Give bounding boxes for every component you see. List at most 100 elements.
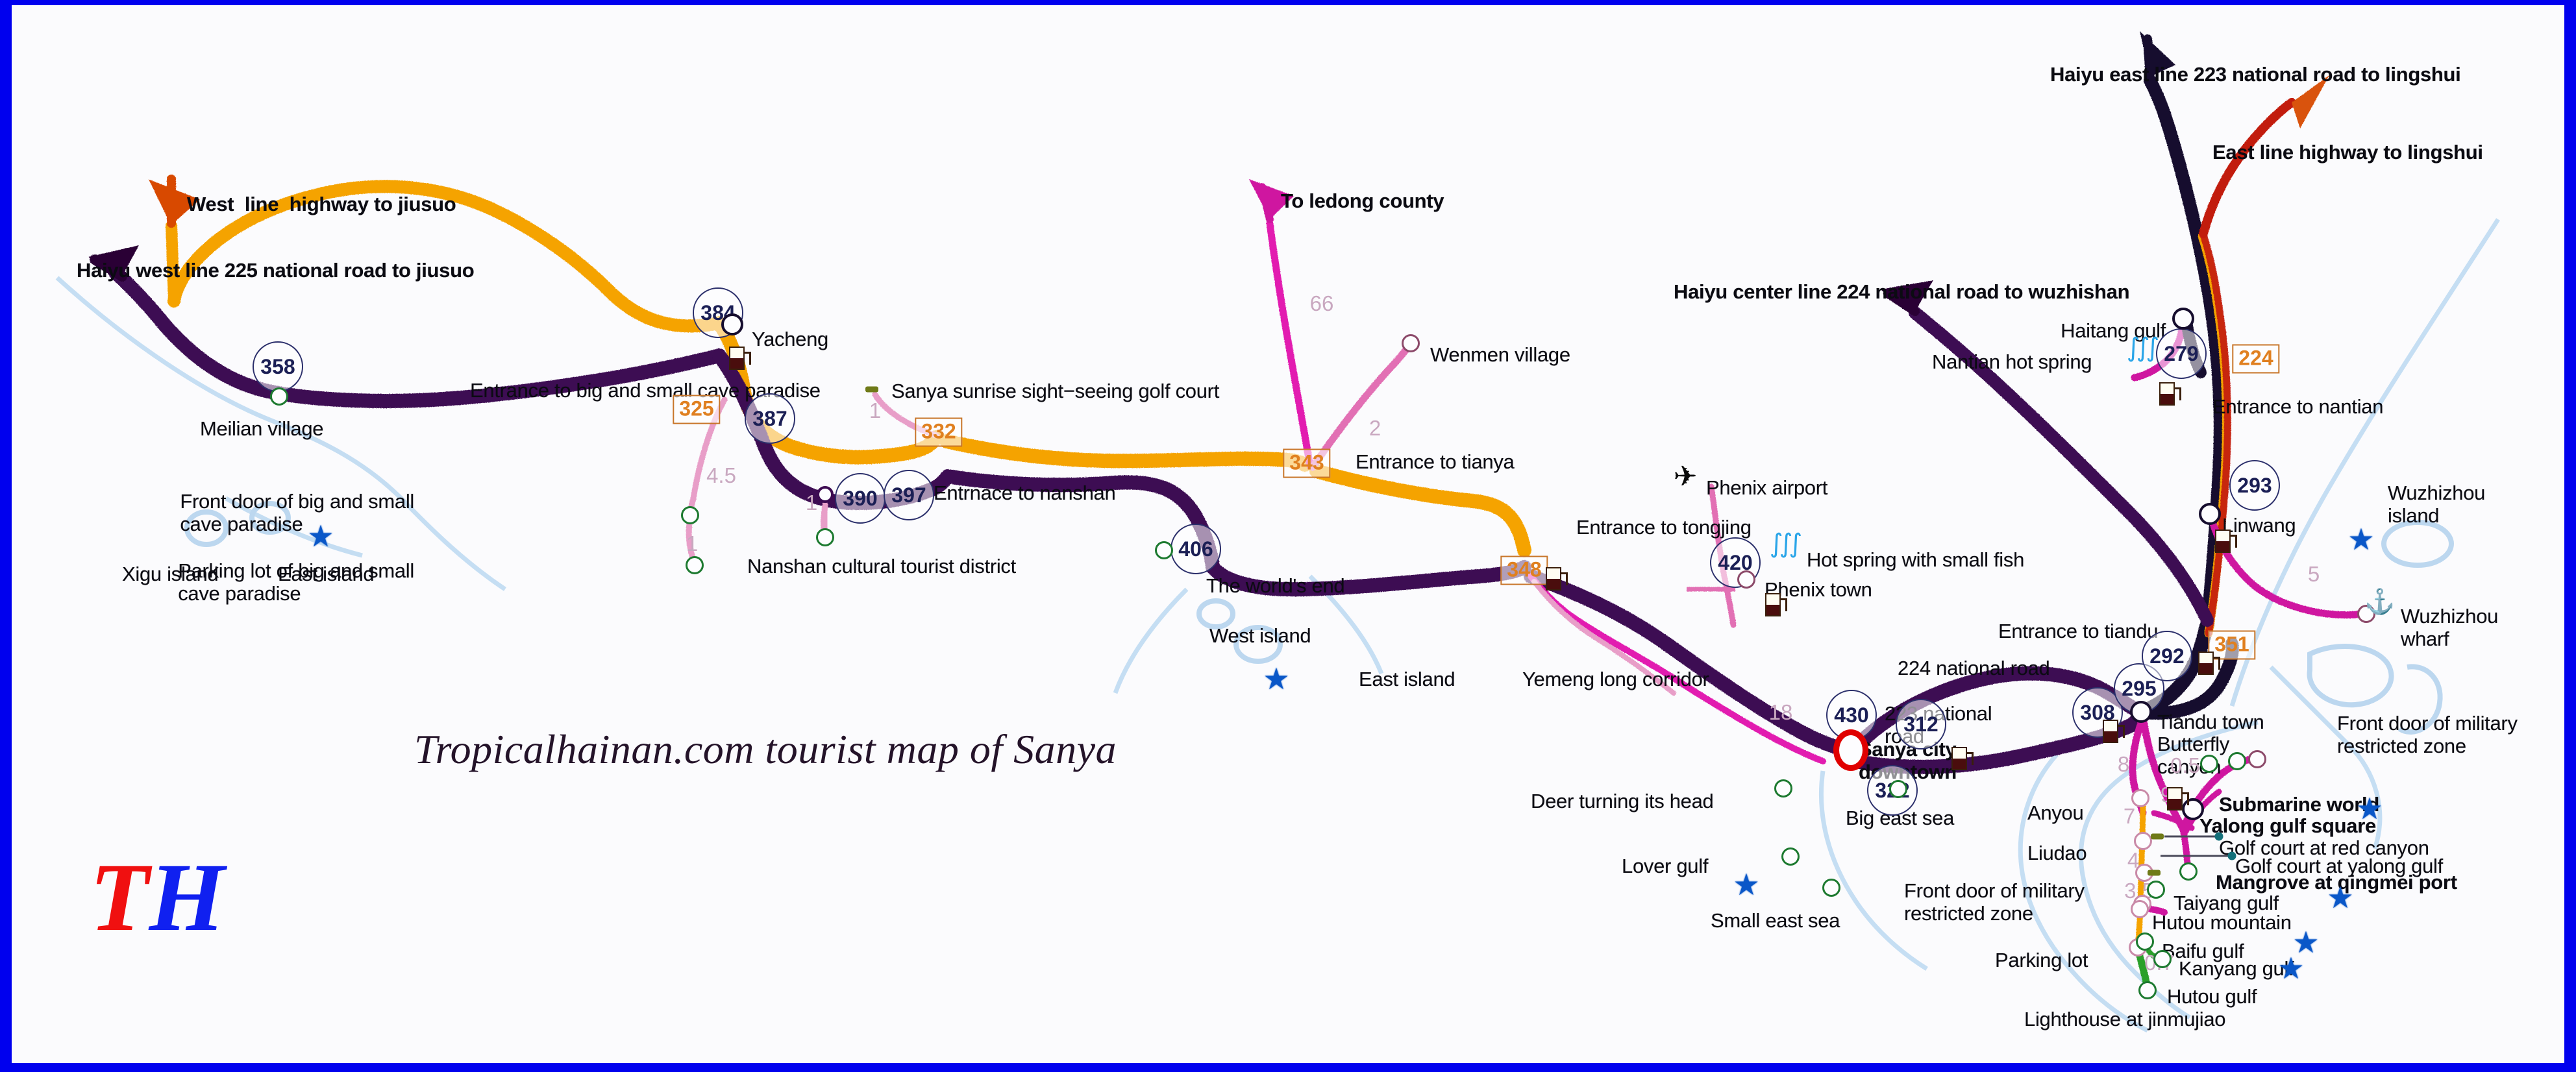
taiyang-gulf-label: Taiyang gulf [2174, 892, 2279, 914]
node-baifu [2136, 932, 2154, 951]
anyou-label: Anyou [2027, 801, 2084, 824]
node-deer-head [1774, 779, 1792, 798]
plate-325: 325 [673, 395, 721, 424]
node-hutou-mtn [2131, 900, 2149, 918]
small-east-sea-label: Small east sea [1711, 909, 1840, 932]
yalong-gulf-square-label: Yalong gulf square [2199, 814, 2376, 837]
km-2: 2 [1368, 416, 1381, 440]
node-anyou [2131, 789, 2149, 807]
node-wenmen [1402, 334, 1420, 352]
gas-tiandu-icon [2198, 652, 2220, 676]
hutou-gulf-label: Hutou gulf [2167, 985, 2257, 1008]
star-kanyang-icon: ★ [2277, 951, 2305, 985]
east-island-left-label: East island [278, 563, 375, 585]
star-east-island-left-icon: ★ [307, 519, 334, 553]
shield-387: 387 [745, 393, 795, 444]
lighthouse-jinmujiao-label: Lighthouse at jinmujiao [2024, 1008, 2226, 1030]
east-line-highway-label: East line highway to lingshui [2212, 141, 2483, 164]
xigu-island-label: Xigu island [122, 563, 219, 585]
haiyu-center-line-label: Haiyu center line 224 national road to w… [1674, 280, 2130, 303]
wharf-wuzhizhou-icon: ⚓ [2364, 589, 2396, 616]
gas-yacheng-icon [729, 347, 751, 371]
magenta-ledong-branch [1249, 179, 1414, 471]
shield-279: 279 [2156, 328, 2207, 379]
gas-sanya-icon [1951, 747, 1974, 772]
watermark-letter-h: H [149, 844, 225, 951]
yacheng-label: Yacheng [752, 328, 828, 350]
node-yalong [2182, 798, 2204, 820]
meilian-village-label: Meilian village [200, 417, 324, 440]
front-door-military-left-label: Front door of military restricted zone [1904, 879, 2085, 925]
node-yacheng [721, 313, 743, 335]
shield-295: 295 [2114, 663, 2164, 714]
page-title: Tropicalhainan.com tourist map of Sanya [414, 726, 1117, 772]
shield-397: 397 [884, 470, 934, 520]
node-tiandu-town [2130, 701, 2152, 723]
golf-dot-cave-icon [865, 386, 878, 393]
gas-yalong-icon [2167, 787, 2189, 812]
node-mangrove [2179, 862, 2198, 881]
golf-leader-endpoint-1 [2214, 832, 2223, 841]
east-line-highway-red [2198, 75, 2329, 638]
node-parking-cave [686, 556, 704, 574]
worlds-end-label: The world's end [1206, 574, 1345, 597]
gas-tongjing-icon [1546, 567, 1568, 592]
node-sanya-city [1833, 729, 1868, 771]
submarine-world-label: Submarine world [2219, 793, 2379, 816]
parking-lot-label: Parking lot [1995, 949, 2088, 971]
km-0.5: 0.5 [2170, 753, 2200, 777]
gas-308-icon [2103, 720, 2125, 744]
star-wuzhizhou-icon: ★ [2347, 522, 2375, 556]
haiyu-west-line-225 [88, 245, 726, 409]
west-island-label: West island [1209, 624, 1311, 647]
tiandu-town-label: Tiandu town [2157, 711, 2264, 733]
phenix-town-label: Phenix town [1765, 578, 1872, 601]
golf-dot-yalong-icon [2148, 870, 2161, 876]
km-7: 7 [2123, 804, 2136, 828]
star-yalong-icon: ★ [2356, 792, 2383, 825]
east-island-mid-label: East island [1359, 668, 1455, 690]
km-4: 4 [2127, 848, 2140, 872]
plate-332: 332 [915, 417, 963, 447]
km-1b: 1 [805, 491, 818, 515]
sanya-sunrise-golf-label: Sanya sunrise sight−seeing golf court [891, 380, 1220, 402]
node-lover-gulf [1781, 847, 1800, 866]
haiyu-west-line-label: Haiyu west line 225 national road to jiu… [77, 259, 475, 282]
shield-292: 292 [2142, 631, 2192, 681]
golf-dot-red-canyon-icon [2151, 833, 2164, 840]
watermark-letter-t: T [90, 844, 149, 951]
star-baifu-icon: ★ [2292, 925, 2320, 959]
gas-linwang-icon [2215, 530, 2237, 554]
haiyu-east-line-label: Haiyu east line 223 national road to lin… [2050, 63, 2461, 86]
wuzhizhou-wharf-label: Wuzhizhou wharf [2401, 605, 2499, 650]
wenmen-village-label: Wenmen village [1430, 343, 1570, 366]
spring-small-fish-icon: ∫∫∫ [1769, 529, 1802, 559]
entrance-tiandu-label: Entrance to tiandu [1998, 620, 2159, 642]
coastline [55, 218, 2500, 1033]
deer-turning-head-label: Deer turning its head [1531, 790, 1714, 812]
golf-leader-lines [2161, 835, 2231, 857]
lover-gulf-label: Lover gulf [1622, 855, 1709, 877]
node-small-east-sea [1822, 879, 1840, 897]
entrance-nanshan-label: Entrnace to nanshan [934, 481, 1116, 504]
nantian-hot-spring-label: Nantian hot spring [1932, 350, 2092, 373]
gas-nantian-icon [2159, 382, 2181, 407]
hot-spring-small-fish-label: Hot spring with small fish [1807, 548, 2025, 571]
phenix-airport-label: Phenix airport [1706, 476, 1828, 499]
shield-358: 358 [253, 341, 303, 392]
node-nanshan [816, 528, 834, 546]
node-sub2 [2228, 752, 2246, 770]
star-small-east-sea-icon: ★ [1733, 868, 1760, 901]
node-meilian [270, 387, 288, 406]
km-5: 5 [2307, 562, 2320, 586]
node-taiyang [2147, 881, 2165, 899]
plate-351: 351 [2208, 630, 2256, 660]
hutou-mountain-label: Hutou mountain [2152, 911, 2292, 934]
haitang-gulf-label: Haitang gulf [2061, 319, 2166, 342]
mangrove-qingmei-port-label: Mangrove at qingmei port [2216, 871, 2457, 894]
node-liudao [2134, 832, 2152, 850]
golf-leader-endpoint-2 [2227, 851, 2236, 860]
junction-390 [817, 486, 834, 503]
spring-nantian-icon: ∫∫∫ [2126, 333, 2159, 363]
node-kanyang [2153, 950, 2172, 968]
